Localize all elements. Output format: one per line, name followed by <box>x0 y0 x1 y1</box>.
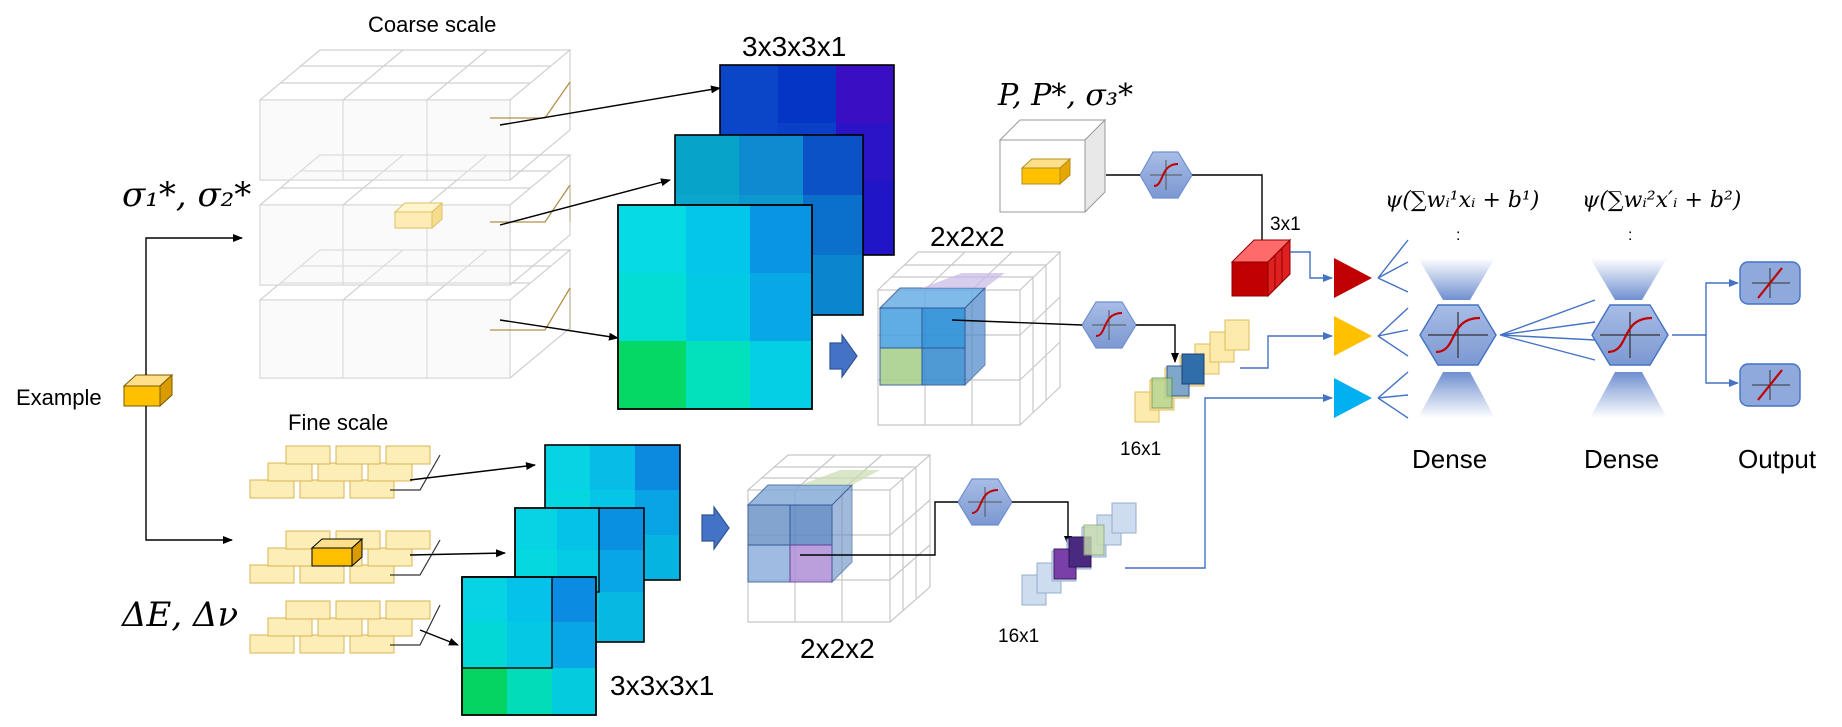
line-16x1-top-to-triangle-gold <box>1240 332 1333 369</box>
triangle-red <box>1334 258 1372 298</box>
flatten-16x1-bottom <box>1021 502 1137 606</box>
pool-arrow-bottom <box>701 505 730 551</box>
red-3x1-block <box>1230 238 1292 298</box>
fine-feature-map-front <box>461 576 597 716</box>
p-input-label: P, P*, σ₃* <box>997 78 1133 113</box>
dim-16x1-top: 16x1 <box>1120 439 1161 460</box>
dense-1-label: Dense <box>1412 444 1487 474</box>
line-coarse-cube-to-hex <box>951 319 1083 326</box>
triangle-cyan <box>1334 378 1372 418</box>
pool-arrow-top <box>829 333 858 379</box>
dots-dense-1: : <box>1456 227 1460 244</box>
line-hex-to-3x1 <box>1192 174 1266 251</box>
arrow-example-to-fine <box>145 406 233 544</box>
coarse-scale-label: Coarse scale <box>368 12 496 37</box>
line-3x1-to-triangle-red <box>1290 251 1333 282</box>
line-fine-cube-to-hex <box>800 501 958 556</box>
line-hex-to-16x1-top <box>1136 324 1179 363</box>
arrow-fine-to-map1 <box>409 462 536 481</box>
line-to-output-1 <box>1672 279 1739 336</box>
example-label: Example <box>16 385 102 410</box>
activation-hex-fine <box>957 478 1013 526</box>
activation-hex-coarse <box>1081 301 1137 349</box>
dense-layer-2 <box>1590 258 1669 418</box>
line-hex-to-16x1-bottom <box>1012 501 1072 546</box>
dots-dense-2: : <box>1628 227 1632 244</box>
dim-2x2x2-top: 2x2x2 <box>930 221 1005 252</box>
dim-3x3x3x1-top: 3x3x3x1 <box>742 31 846 62</box>
fan-lines-dense <box>1499 299 1596 361</box>
fine-scale-label: Fine scale <box>288 410 388 435</box>
dim-3x1: 3x1 <box>1270 214 1301 235</box>
coarse-scale-grid <box>258 49 572 379</box>
arrow-coarse-to-map1 <box>499 85 721 126</box>
coarse-feature-maps <box>617 64 895 410</box>
example-block <box>122 373 174 408</box>
fine-scale-grid <box>249 445 431 654</box>
fine-slice-edges <box>390 454 441 646</box>
line-to-output-2 <box>1705 335 1739 387</box>
delta-input-label: ΔE, Δν <box>120 595 238 635</box>
line-16x1-bottom-to-triangle-cyan <box>1125 394 1333 569</box>
output-node-2 <box>1739 363 1801 407</box>
dim-3x3x3x1-bottom: 3x3x3x1 <box>610 670 714 701</box>
dense-layer-1 <box>1418 258 1497 418</box>
output-label: Output <box>1738 444 1817 474</box>
coarse-pooled-cube <box>876 251 1062 426</box>
fine-pooled-cube <box>746 454 932 623</box>
formula-dense-1: ψ(∑wᵢ¹xᵢ + b¹) <box>1385 188 1539 213</box>
dim-2x2x2-bottom: 2x2x2 <box>800 633 875 664</box>
dense-2-label: Dense <box>1584 444 1659 474</box>
arrow-example-to-coarse <box>145 234 243 375</box>
arrow-fine-to-map2 <box>409 549 506 558</box>
fan-lines-input <box>1377 239 1409 419</box>
arrow-fine-to-map3 <box>419 629 459 646</box>
fine-feature-maps <box>461 444 681 716</box>
fine-center-voxel <box>310 537 364 568</box>
coarse-center-voxel <box>393 201 444 230</box>
arrow-coarse-to-map3 <box>499 319 619 341</box>
flatten-16x1-top <box>1134 319 1250 423</box>
dim-16x1-bottom: 16x1 <box>998 626 1039 647</box>
output-node-1 <box>1739 261 1801 305</box>
p-input-box <box>998 118 1107 214</box>
triangle-gold <box>1334 316 1372 356</box>
coarse-feature-map-front <box>617 204 813 410</box>
arrow-coarse-to-map2 <box>499 178 671 226</box>
sigma-input-label: σ₁*, σ₂* <box>122 175 251 215</box>
activation-hex-p <box>1139 151 1193 199</box>
formula-dense-2: ψ(∑wᵢ²x′ᵢ + b²) <box>1582 188 1741 213</box>
